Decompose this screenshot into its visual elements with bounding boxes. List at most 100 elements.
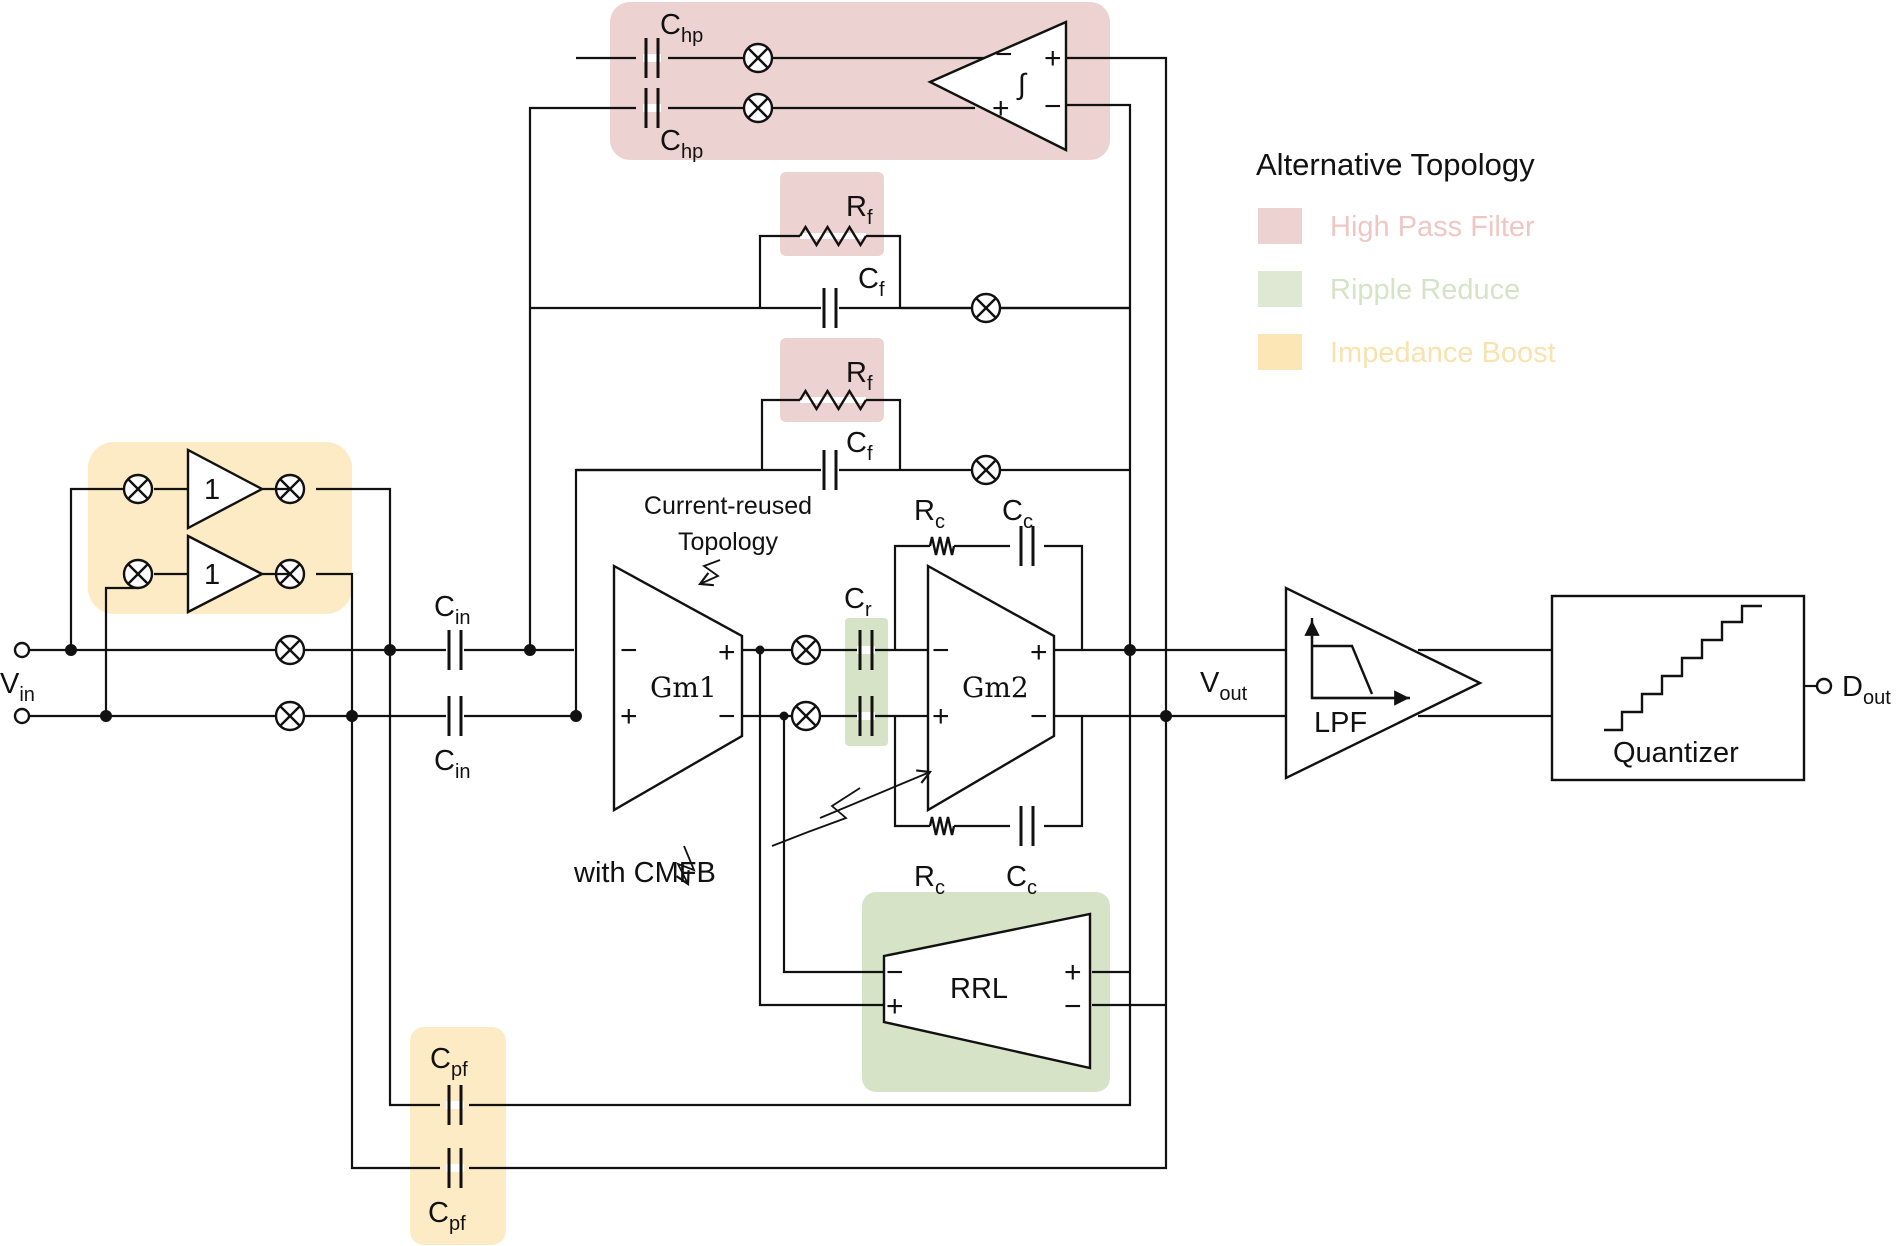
- svg-text:+: +: [718, 636, 736, 669]
- rf-label-1: Rf: [846, 191, 873, 229]
- cin-label-bottom: Cin: [434, 745, 471, 783]
- vin-plus-terminal[interactable]: [13, 641, 31, 659]
- cf-capacitor-1: [821, 288, 839, 328]
- svg-text:−: −: [932, 634, 950, 667]
- legend-title: Alternative Topology: [1256, 147, 1535, 182]
- rc-label-bottom: Rc: [914, 861, 945, 899]
- chp-label-top: Chp: [660, 9, 703, 47]
- cin-capacitor-top: [446, 630, 464, 670]
- svg-text:+: +: [1064, 956, 1082, 989]
- cpf-capacitor-bottom: [446, 1148, 464, 1188]
- chopper-switch-icon: [970, 454, 1002, 486]
- vin-label: Vin: [0, 668, 35, 706]
- ripple-region-cr: [845, 618, 888, 746]
- chopper-switch-icon: [122, 473, 154, 505]
- gm1-amplifier: Gm1 − + + −: [612, 563, 744, 813]
- resistors: [798, 224, 956, 836]
- highpass-region-top: [610, 2, 1110, 160]
- legend-item: Ripple Reduce: [1258, 271, 1520, 307]
- svg-text:+: +: [620, 700, 638, 733]
- legend-item-label: High Pass Filter: [1330, 211, 1535, 243]
- rrl-amplifier: RRL − + + −: [882, 912, 1092, 1070]
- cin-label-top: Cin: [434, 591, 471, 629]
- svg-text:1: 1: [204, 474, 220, 506]
- cc-label-top: Cc: [1002, 495, 1033, 533]
- legend-swatch: [1258, 208, 1302, 244]
- chopper-switch-icon: [790, 700, 822, 732]
- svg-text:−: −: [995, 38, 1013, 71]
- chopper-switch-icon: [970, 292, 1002, 324]
- rf-resistor-1: [798, 224, 868, 248]
- rf-label-2: Rf: [846, 357, 873, 395]
- rc-resistor-top: [928, 536, 956, 556]
- capacitors: [446, 38, 1036, 1188]
- legend: Alternative Topology High Pass FilterRip…: [1256, 147, 1556, 370]
- legend-item-label: Ripple Reduce: [1330, 274, 1520, 306]
- rc-resistor-bottom: [928, 816, 956, 836]
- chopper-switch-icon: [274, 700, 306, 732]
- chp-capacitor-bottom: [643, 88, 661, 128]
- legend-swatch: [1258, 271, 1302, 307]
- svg-text:−: −: [1064, 990, 1082, 1023]
- topology-label: Topology: [678, 528, 779, 556]
- cc-capacitor-top: [1018, 526, 1036, 566]
- rf-resistor-2: [798, 388, 868, 412]
- svg-text:RRL: RRL: [950, 973, 1008, 1005]
- legend-item: Impedance Boost: [1258, 334, 1556, 370]
- cr-capacitor-top: [857, 630, 875, 670]
- cr-capacitor-bottom: [857, 696, 875, 736]
- svg-text:+: +: [932, 700, 950, 733]
- legend-item: High Pass Filter: [1258, 208, 1535, 244]
- svg-text:Quantizer: Quantizer: [1613, 737, 1739, 769]
- impedance-region-cpf: [410, 1027, 506, 1245]
- svg-text:+: +: [886, 990, 904, 1023]
- cpf-label-bottom: Cpf: [428, 1197, 466, 1235]
- svg-text:−: −: [1030, 700, 1048, 733]
- chp-capacitor-top: [643, 38, 661, 78]
- chp-label-bottom: Chp: [660, 125, 703, 163]
- svg-text:Gm1: Gm1: [650, 671, 717, 704]
- quantizer-block: Quantizer: [1550, 594, 1806, 782]
- annotation-arrows: [675, 559, 933, 886]
- svg-text:+: +: [1030, 636, 1048, 669]
- svg-text:+: +: [1044, 42, 1062, 75]
- chopper-switches: [122, 42, 1002, 732]
- cpf-label-top: Cpf: [430, 1043, 468, 1081]
- svg-text:∫: ∫: [1016, 69, 1028, 101]
- chopper-switch-icon: [742, 42, 774, 74]
- integrator: ∫ − + + −: [927, 20, 1068, 152]
- chopper-switch-icon: [742, 92, 774, 124]
- junction-dots: [65, 644, 1172, 722]
- cr-label: Cr: [844, 583, 872, 621]
- dout-terminal[interactable]: [1815, 677, 1833, 695]
- cc-capacitor-bottom: [1018, 806, 1036, 846]
- svg-text:Gm2: Gm2: [962, 671, 1029, 704]
- svg-text:LPF: LPF: [1314, 707, 1367, 739]
- component-labels: Vin Cin Cin Chp Chp Rf Cf Rf Cf Cr Rc Cc…: [0, 9, 1891, 1235]
- lpf-block: LPF: [1284, 586, 1483, 780]
- cc-label-bottom: Cc: [1006, 861, 1037, 899]
- gm2-amplifier: Gm2 − + + −: [926, 563, 1056, 813]
- with-cmfb-label: with CMFB: [573, 857, 716, 889]
- vin-minus-terminal[interactable]: [13, 707, 31, 725]
- svg-text:−: −: [620, 634, 638, 667]
- rc-label-top: Rc: [914, 495, 945, 533]
- svg-text:+: +: [992, 92, 1010, 125]
- legend-swatch: [1258, 334, 1302, 370]
- svg-text:−: −: [1044, 90, 1062, 123]
- cf-label-1: Cf: [858, 263, 885, 301]
- cf-label-2: Cf: [846, 427, 873, 465]
- chopper-switch-icon: [122, 558, 154, 590]
- vout-label: Vout: [1200, 667, 1248, 705]
- wiring: [30, 56, 1816, 1170]
- dout-label: Dout: [1842, 671, 1891, 709]
- cin-capacitor-bottom: [446, 696, 464, 736]
- svg-text:−: −: [886, 956, 904, 989]
- terminals: [13, 641, 1833, 725]
- svg-text:−: −: [718, 700, 736, 733]
- svg-text:1: 1: [204, 559, 220, 591]
- chopper-switch-icon: [274, 634, 306, 666]
- current-reused-label: Current-reused: [644, 492, 812, 520]
- chopper-switch-icon: [790, 634, 822, 666]
